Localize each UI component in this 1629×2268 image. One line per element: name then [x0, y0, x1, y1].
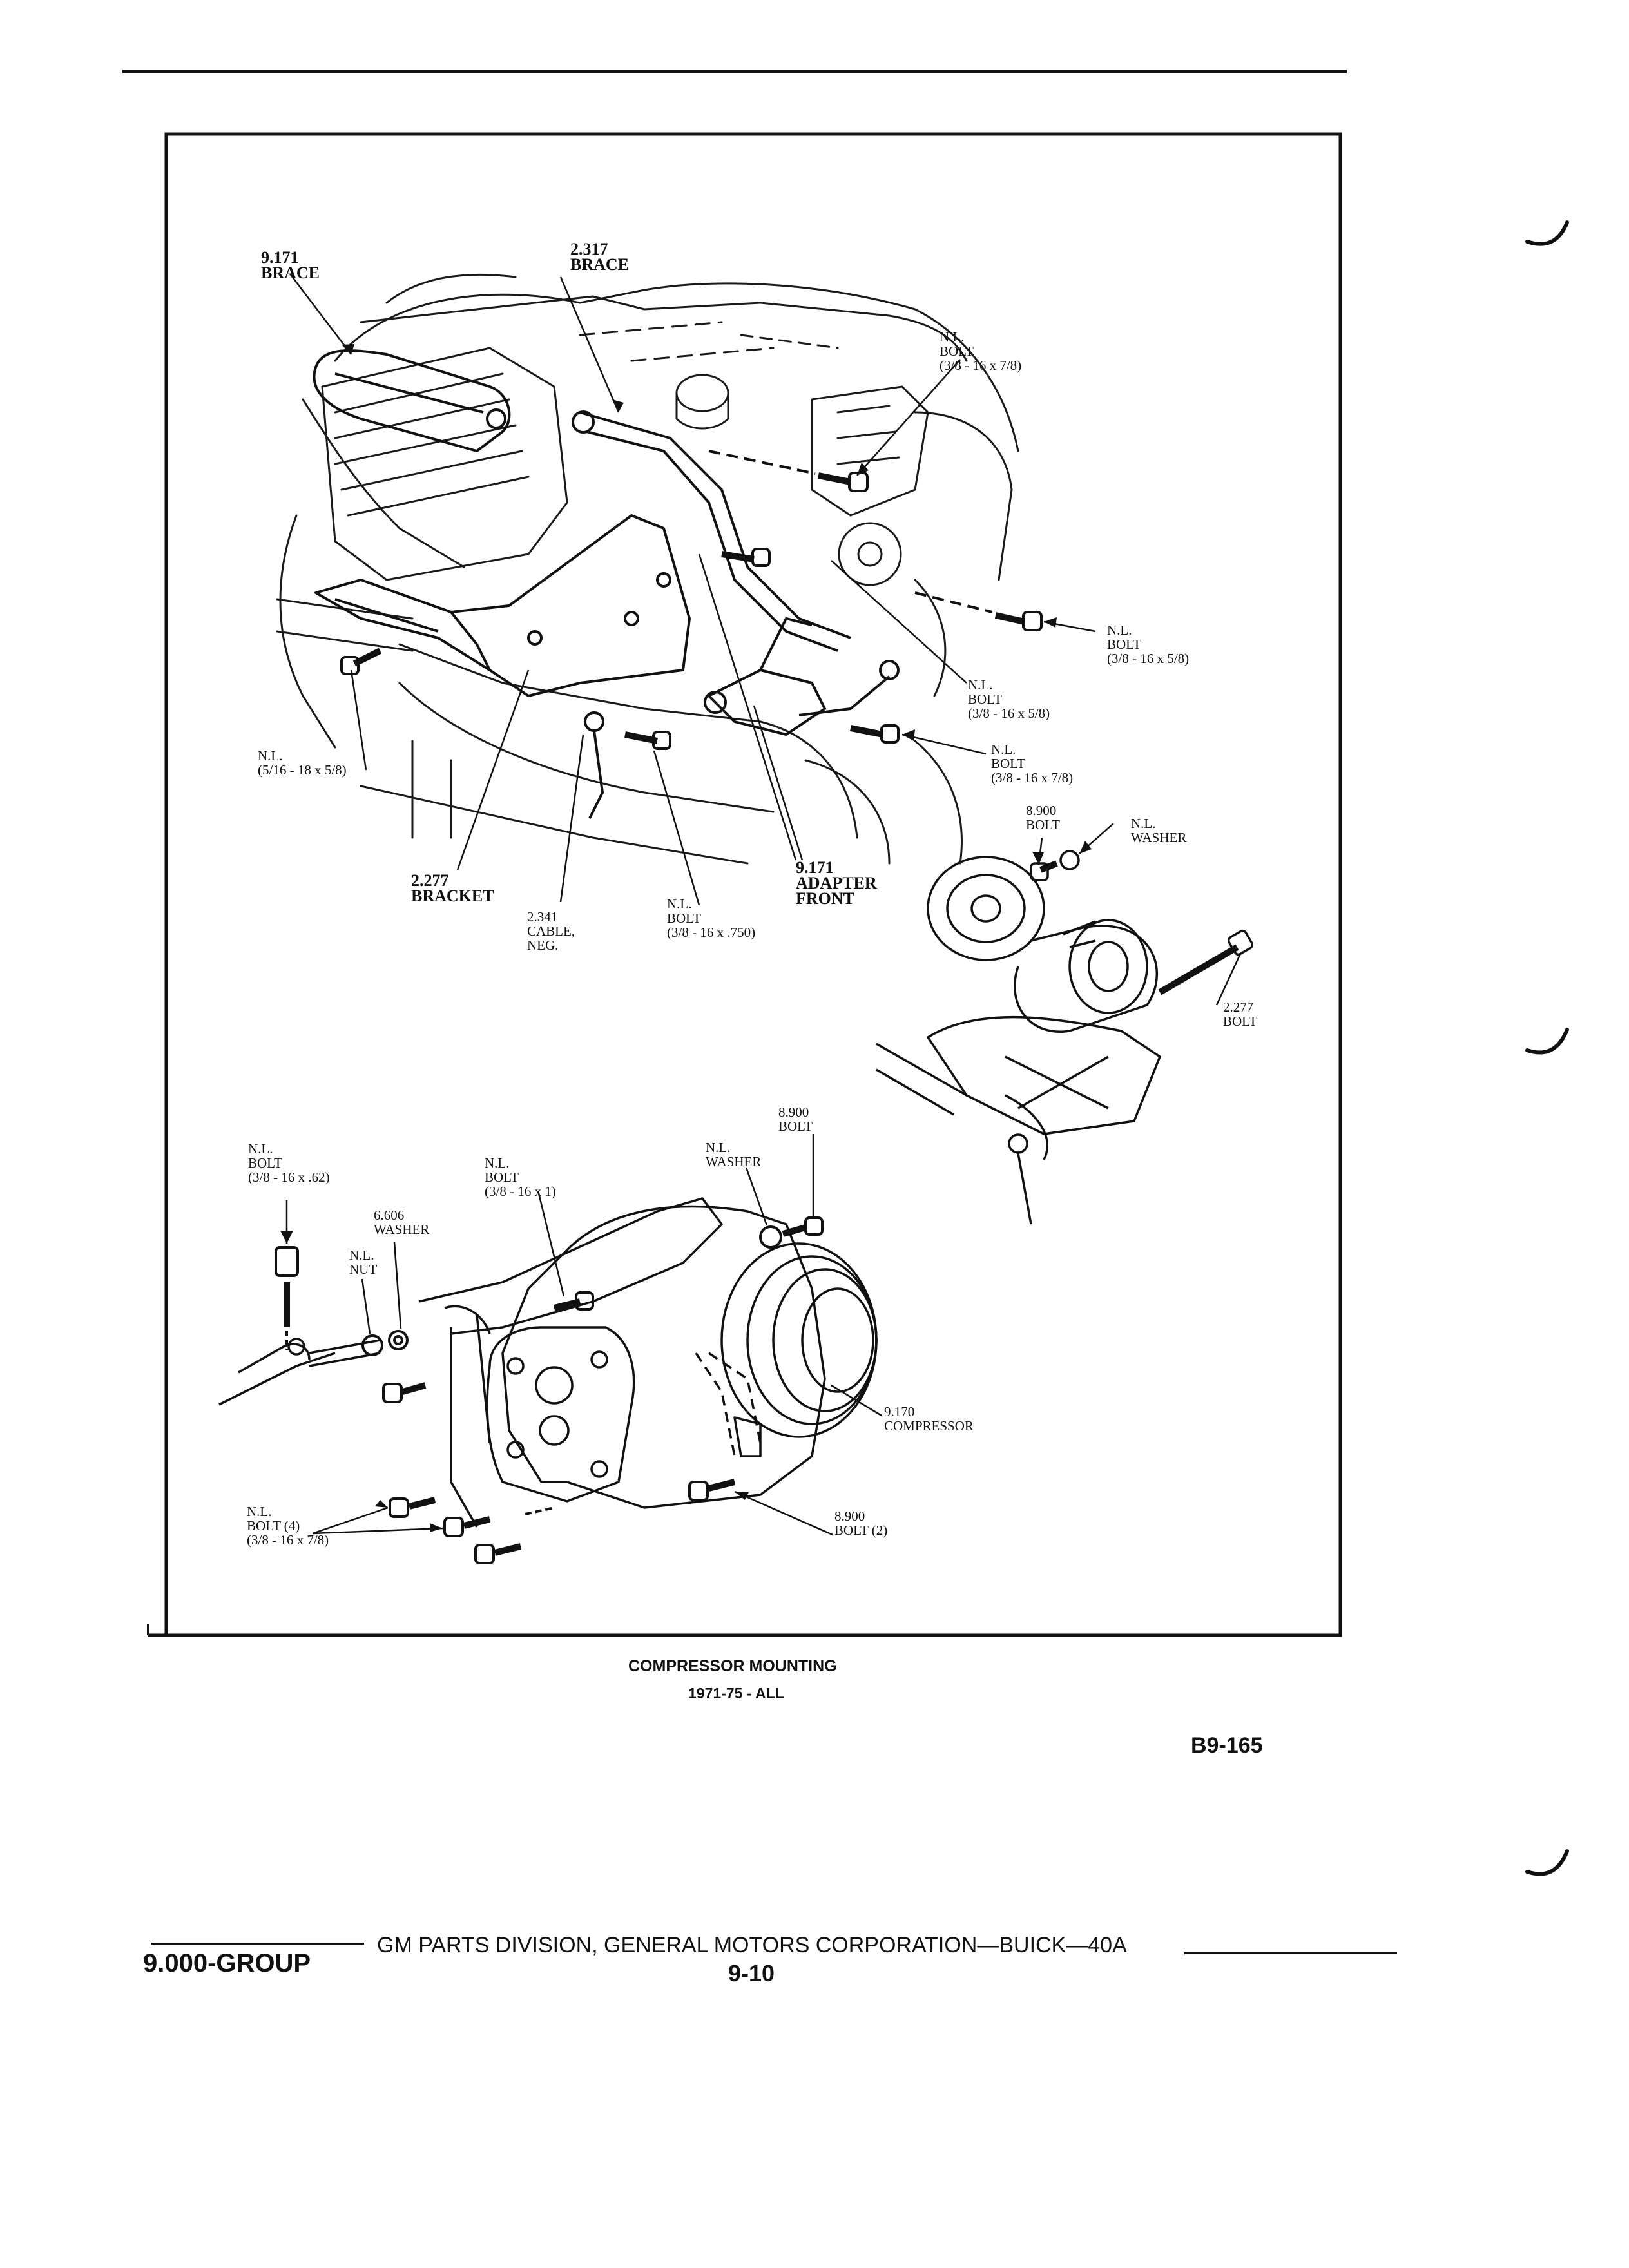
label-washer-lower: N.L.WASHER [706, 1140, 761, 1169]
lower-bolts [275, 1216, 824, 1564]
compressor-drawing [218, 1197, 878, 1528]
page-number: 9-10 [728, 1960, 775, 1986]
label-washer-upper: N.L.WASHER [1131, 816, 1186, 845]
adapter-front-part [704, 617, 900, 736]
label-bolt-mid: N.L.BOLT(3/8 - 16 x 5/8) [968, 677, 1050, 721]
figure-title: COMPRESSOR MOUNTING [628, 1657, 837, 1675]
upper-bolts [340, 450, 1043, 819]
bracket-2277-part [314, 514, 691, 697]
label-bolt4: N.L.BOLT (4)(3/8 - 16 x 7/8) [247, 1504, 329, 1548]
engine-drawing [276, 273, 1019, 865]
leader-arrowheads [280, 344, 1092, 1532]
label-nl-516: N.L.(5/16 - 18 x 5/8) [258, 748, 347, 778]
label-bolt-1: N.L.BOLT(3/8 - 16 x 1) [485, 1155, 556, 1199]
footer-rule-left [151, 1943, 364, 1945]
figure-code: B9-165 [1191, 1733, 1263, 1758]
leader-lines [285, 273, 1242, 1536]
figure-years: 1971-75 - ALL [688, 1685, 784, 1702]
diagram-frame [147, 132, 1342, 1637]
label-nut-nl: N.L.NUT [349, 1247, 377, 1277]
footer-rule-right [1184, 1952, 1397, 1954]
binder-marks [1525, 220, 1569, 1876]
brace-9171-part [313, 349, 511, 452]
label-bolt-62: N.L.BOLT(3/8 - 16 x .62) [248, 1141, 330, 1185]
label-bolt-lower: N.L.BOLT(3/8 - 16 x 7/8) [991, 742, 1073, 785]
publisher-line: GM PARTS DIVISION, GENERAL MOTORS CORPOR… [377, 1933, 1127, 1957]
top-rule [122, 70, 1347, 73]
brace-2317-part [572, 410, 851, 652]
label-bolt-top: N.L.BOLT(3/8 - 16 x 7/8) [940, 329, 1021, 373]
group-heading: 9.000-GROUP [143, 1949, 311, 1977]
label-bolt-right: N.L.BOLT(3/8 - 16 x 5/8) [1107, 622, 1189, 666]
label-bolt-750: N.L.BOLT(3/8 - 16 x .750) [667, 896, 755, 940]
alternator-detail [876, 850, 1254, 1225]
